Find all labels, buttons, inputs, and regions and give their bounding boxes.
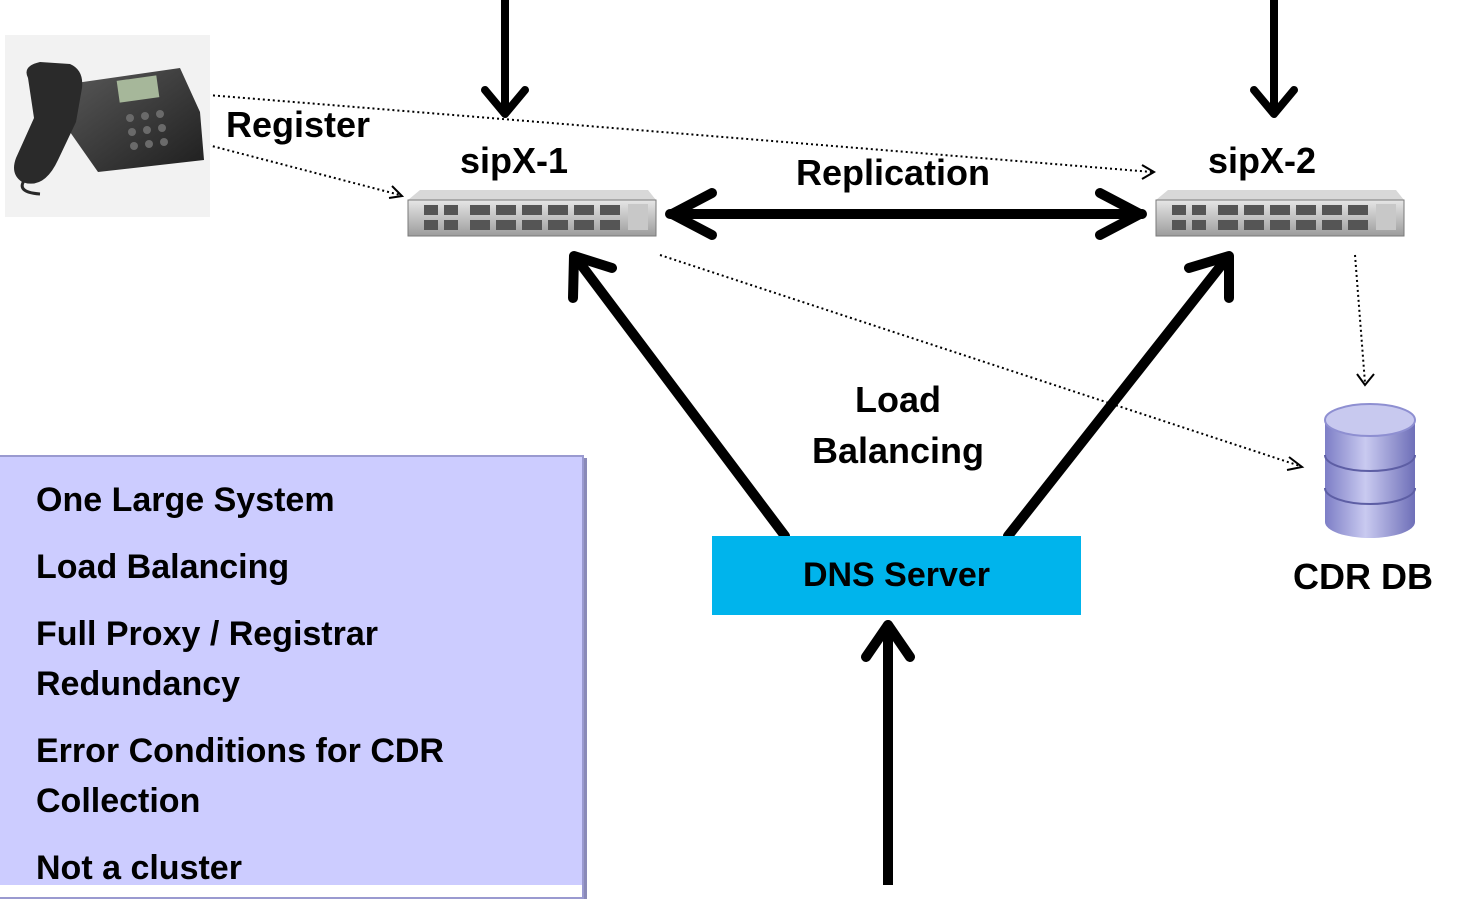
- register-label: Register: [226, 104, 371, 145]
- incoming-arrow-sipx2: [1250, 0, 1298, 118]
- feature-item: Not a cluster: [36, 849, 242, 887]
- load-balancing-label: Load Balancing: [811, 379, 985, 471]
- dns-server-label: DNS Server: [802, 556, 991, 594]
- dns-server-node: DNS Server: [712, 536, 1081, 615]
- cdr-db-label: CDR DB: [1293, 556, 1433, 597]
- feature-item: Full Proxy / Registrar Redundancy: [36, 615, 378, 703]
- feature-item: Error Conditions for CDR Collection: [36, 732, 444, 820]
- feature-item: Load Balancing: [36, 548, 290, 586]
- server-icon-sipx2: [1155, 190, 1405, 237]
- sipx2-label: sipX-2: [1208, 140, 1317, 181]
- incoming-arrow-sipx1: [481, 0, 529, 118]
- dns-server-box: [712, 536, 1081, 615]
- incoming-arrow-dns: [861, 620, 915, 885]
- feature-list: One Large System Load Balancing Full Pro…: [0, 457, 582, 893]
- desk-phone-icon: [5, 35, 210, 217]
- feature-item: One Large System: [36, 481, 335, 519]
- cdr-arrow-sipx2: [1354, 254, 1375, 387]
- register-arrow-sipx2: [207, 94, 1156, 180]
- replication-arrow: [665, 188, 1147, 240]
- sipx1-label: sipX-1: [460, 140, 569, 181]
- cdr-arrow-sipx1: [659, 254, 1305, 471]
- database-icon: [1324, 403, 1416, 538]
- dns-to-sipx1-arrow: [568, 251, 790, 541]
- feature-list-panel: One Large System Load Balancing Full Pro…: [0, 455, 584, 899]
- register-arrow-sipx1: [207, 144, 405, 199]
- replication-label: Replication: [796, 152, 991, 193]
- dns-to-sipx2-arrow: [1003, 251, 1234, 541]
- server-icon-sipx1: [407, 190, 657, 237]
- info-panel-background: [0, 455, 582, 885]
